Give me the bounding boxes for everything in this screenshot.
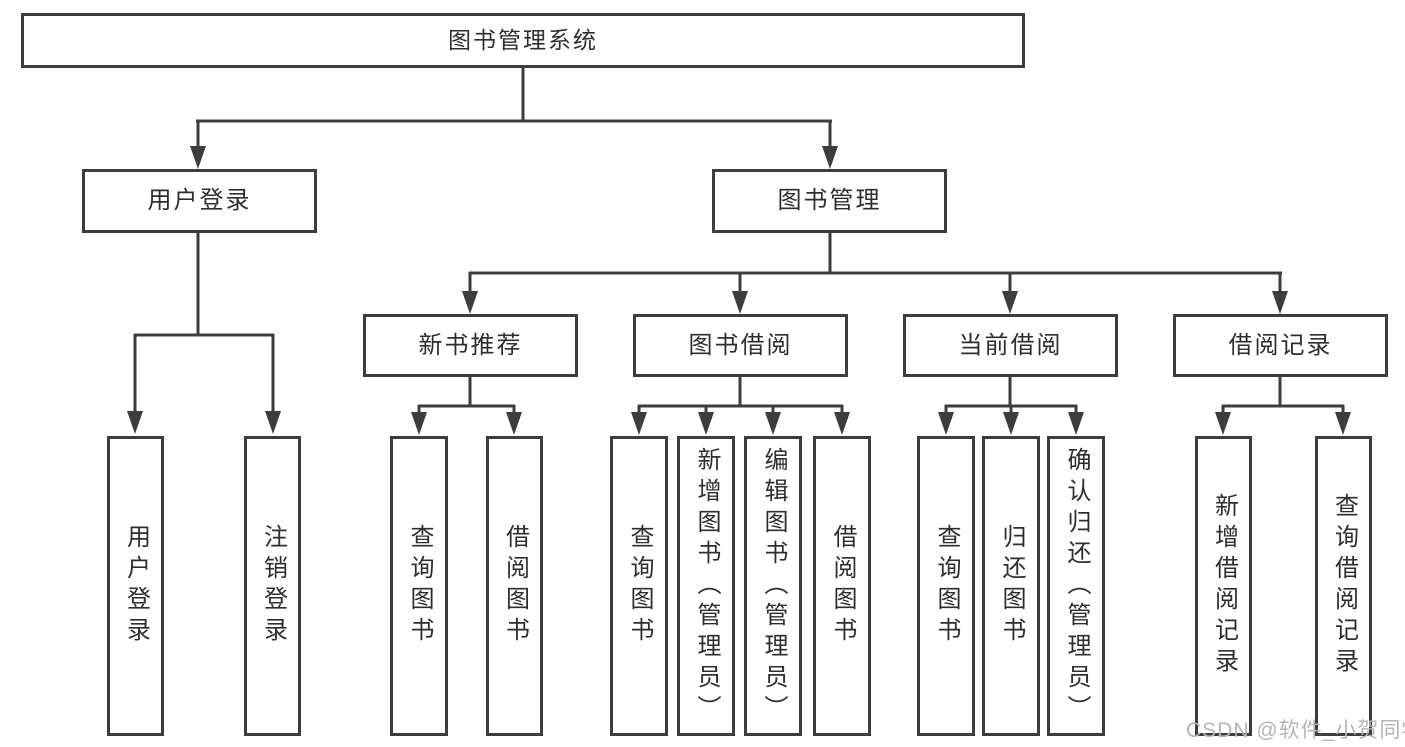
node-book-borrowing: 图书借阅 [633, 314, 848, 377]
leaf-return-books: 归还图书 [982, 436, 1040, 736]
leaf-logout: 注销登录 [244, 436, 301, 736]
leaf-user-login: 用户登录 [107, 436, 164, 736]
node-label: 确认归还（管理员） [1063, 446, 1090, 726]
leaf-borrow-books: 借阅图书 [486, 436, 543, 736]
node-label: 借阅图书 [501, 524, 529, 648]
node-library-management-system: 图书管理系统 [21, 13, 1025, 68]
leaf-query-books: 查询图书 [390, 436, 448, 736]
leaf-query-books: 查询图书 [610, 436, 668, 736]
node-label: 查询图书 [406, 524, 433, 648]
leaf-borrow-books: 借阅图书 [813, 436, 871, 736]
node-label: 借阅记录 [1228, 331, 1333, 359]
node-label: 新书推荐 [418, 331, 523, 359]
node-new-book-recommendation: 新书推荐 [363, 314, 578, 377]
node-label: 图书管理系统 [448, 27, 598, 53]
watermark: CSDN @软件_小贺同学 [1186, 719, 1405, 742]
node-label: 图书管理 [777, 187, 882, 214]
leaf-query-books: 查询图书 [917, 436, 975, 736]
node-label: 新增图书（管理员） [693, 446, 720, 726]
leaf-query-borrow-record: 查询借阅记录 [1315, 436, 1372, 736]
node-label: 查询图书 [933, 524, 960, 648]
node-label: 用户登录 [122, 524, 150, 648]
leaf-confirm-return-admin: 确认归还（管理员） [1047, 436, 1105, 736]
arrowheads [127, 146, 1351, 435]
leaf-add-book-admin: 新增图书（管理员） [677, 436, 735, 736]
node-label: 新增借阅记录 [1210, 493, 1238, 679]
node-label: 用户登录 [147, 187, 252, 214]
leaf-edit-book-admin: 编辑图书（管理员） [744, 436, 802, 736]
node-label: 编辑图书（管理员） [760, 446, 787, 726]
node-label: 当前借阅 [958, 331, 1063, 359]
node-label: 归还图书 [998, 524, 1025, 648]
node-label: 借阅图书 [829, 524, 856, 648]
node-user-login: 用户登录 [82, 169, 317, 233]
node-label: 查询借阅记录 [1330, 493, 1358, 679]
node-label: 查询图书 [626, 524, 653, 648]
leaf-add-borrow-record: 新增借阅记录 [1195, 436, 1252, 736]
node-label: 注销登录 [259, 524, 287, 648]
node-book-management: 图书管理 [712, 169, 947, 233]
node-label: 图书借阅 [688, 331, 793, 359]
connector-paths [133, 67, 1345, 413]
node-borrowing-records: 借阅记录 [1173, 314, 1388, 377]
node-current-borrowing: 当前借阅 [903, 314, 1118, 377]
